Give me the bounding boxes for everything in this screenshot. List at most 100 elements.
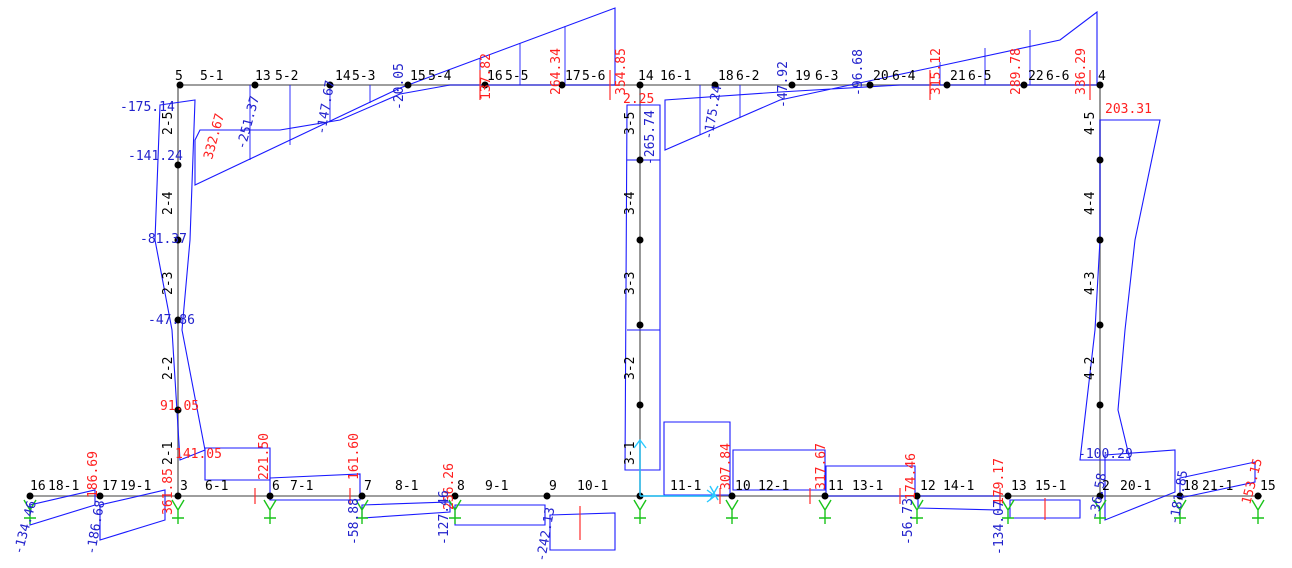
moment-shape-bottom-2: [99, 489, 166, 541]
node: [251, 81, 259, 89]
support-icon: [725, 499, 739, 524]
member-label: 5-4: [428, 69, 452, 84]
moment-value: -134.07: [992, 500, 1007, 555]
node: [913, 492, 921, 500]
member-label: 9: [549, 479, 557, 494]
moment-shape-top-left: [194, 7, 616, 186]
moment-shape-bottom-6: [454, 504, 546, 526]
moment-shape-bottom-14: [1179, 461, 1256, 499]
node: [636, 156, 644, 164]
node: [543, 492, 551, 500]
member-label: 8-1: [395, 479, 418, 494]
member-label: 12: [920, 479, 936, 494]
member-label: 16: [487, 69, 503, 84]
moment-value: -147.67: [314, 79, 338, 136]
member-label: 5-2: [275, 69, 298, 84]
member-label: 9-1: [485, 479, 508, 494]
moment-value: 336.29: [1074, 48, 1089, 95]
member-label: 5-3: [352, 69, 375, 84]
member-label: 19: [795, 69, 811, 84]
node: [1254, 492, 1262, 500]
support-icon: [171, 499, 185, 524]
moment-value: 161.60: [347, 433, 362, 480]
support-icon: [633, 499, 647, 524]
member-label: 16: [30, 479, 46, 494]
member-label: 16-1: [660, 69, 691, 84]
node: [451, 492, 459, 500]
positive-moment-values: 332.67 137.82 264.34 354.85 315.12 289.7…: [86, 48, 1266, 515]
member-label: 10-1: [577, 479, 608, 494]
moment-shape-bottom-7: [549, 512, 616, 551]
node: [1096, 492, 1104, 500]
support-icon: [1093, 499, 1107, 524]
moment-value: -175.14: [120, 100, 175, 115]
member-label: 15: [410, 69, 426, 84]
member-label: 3-3: [623, 272, 638, 295]
member-label: 6-5: [968, 69, 991, 84]
moment-value: -242.13: [534, 506, 558, 563]
member-label: 12-1: [758, 479, 789, 494]
node: [176, 81, 184, 89]
member-label: 18: [1183, 479, 1199, 494]
member-label: 6-3: [815, 69, 838, 84]
member-label: 14-1: [943, 479, 974, 494]
support-icon: [1001, 499, 1015, 524]
member-label: 4-5: [1083, 112, 1098, 135]
moment-value: 221.50: [257, 433, 272, 480]
member-label: 5-1: [200, 69, 223, 84]
member-label: 4-4: [1083, 191, 1098, 215]
member-label: 17: [102, 479, 118, 494]
moment-shape-bottom-12: [1009, 499, 1081, 519]
member-label: 2-4: [161, 191, 176, 215]
moment-value: -58.88: [347, 498, 362, 545]
member-labels-top: 5 5-1 13 5-2 14 5-3 15 5-4 16 5-5 17 5-6…: [175, 69, 1106, 84]
node: [174, 236, 182, 244]
member-label: 3-1: [623, 442, 638, 465]
node: [358, 492, 366, 500]
member-label: 17: [565, 69, 581, 84]
member-label: 14: [638, 69, 654, 84]
member-label: 3-4: [623, 191, 638, 215]
member-label: 5-6: [582, 69, 605, 84]
node: [481, 81, 489, 89]
member-label: 7-1: [290, 479, 313, 494]
node: [866, 81, 874, 89]
moment-value: -20.05: [392, 63, 407, 110]
member-label: 14: [335, 69, 351, 84]
nodes: [26, 81, 1262, 500]
member-label: 4: [1098, 69, 1106, 84]
node: [1020, 81, 1028, 89]
member-label: 6: [272, 479, 280, 494]
moment-value: 354.85: [614, 48, 629, 95]
node: [728, 492, 736, 500]
support-icon: [1251, 499, 1265, 524]
node: [636, 81, 644, 89]
node: [788, 81, 796, 89]
moment-value: -100.29: [1078, 447, 1133, 462]
moment-value: -141.24: [128, 149, 183, 164]
node: [943, 81, 951, 89]
node: [174, 406, 182, 414]
moment-value: 315.12: [929, 48, 944, 95]
global-axis-icon: [633, 438, 719, 503]
moment-value: 174.46: [904, 453, 919, 500]
moment-value: 91.05: [160, 399, 199, 414]
member-label: 10: [735, 479, 751, 494]
moment-value: -96.68: [851, 49, 866, 96]
support-icon: [263, 499, 277, 524]
member-label: 2-3: [161, 272, 176, 295]
member-label: 2-1: [161, 442, 176, 465]
member-label: 19-1: [120, 479, 151, 494]
node: [1096, 321, 1104, 329]
node: [266, 492, 274, 500]
moment-shape-mid-column: [624, 104, 661, 471]
moment-value: -134.46: [11, 499, 40, 556]
member-label: 21: [950, 69, 966, 84]
moment-value: -47.92: [776, 61, 791, 108]
node: [1176, 492, 1184, 500]
moment-value: -181.85: [1167, 469, 1191, 526]
moment-value: -127.46: [437, 490, 452, 545]
moment-shape-bottom-11: [917, 495, 1001, 511]
moment-value: -175.24: [701, 84, 725, 141]
member-label: 11-1: [670, 479, 701, 494]
